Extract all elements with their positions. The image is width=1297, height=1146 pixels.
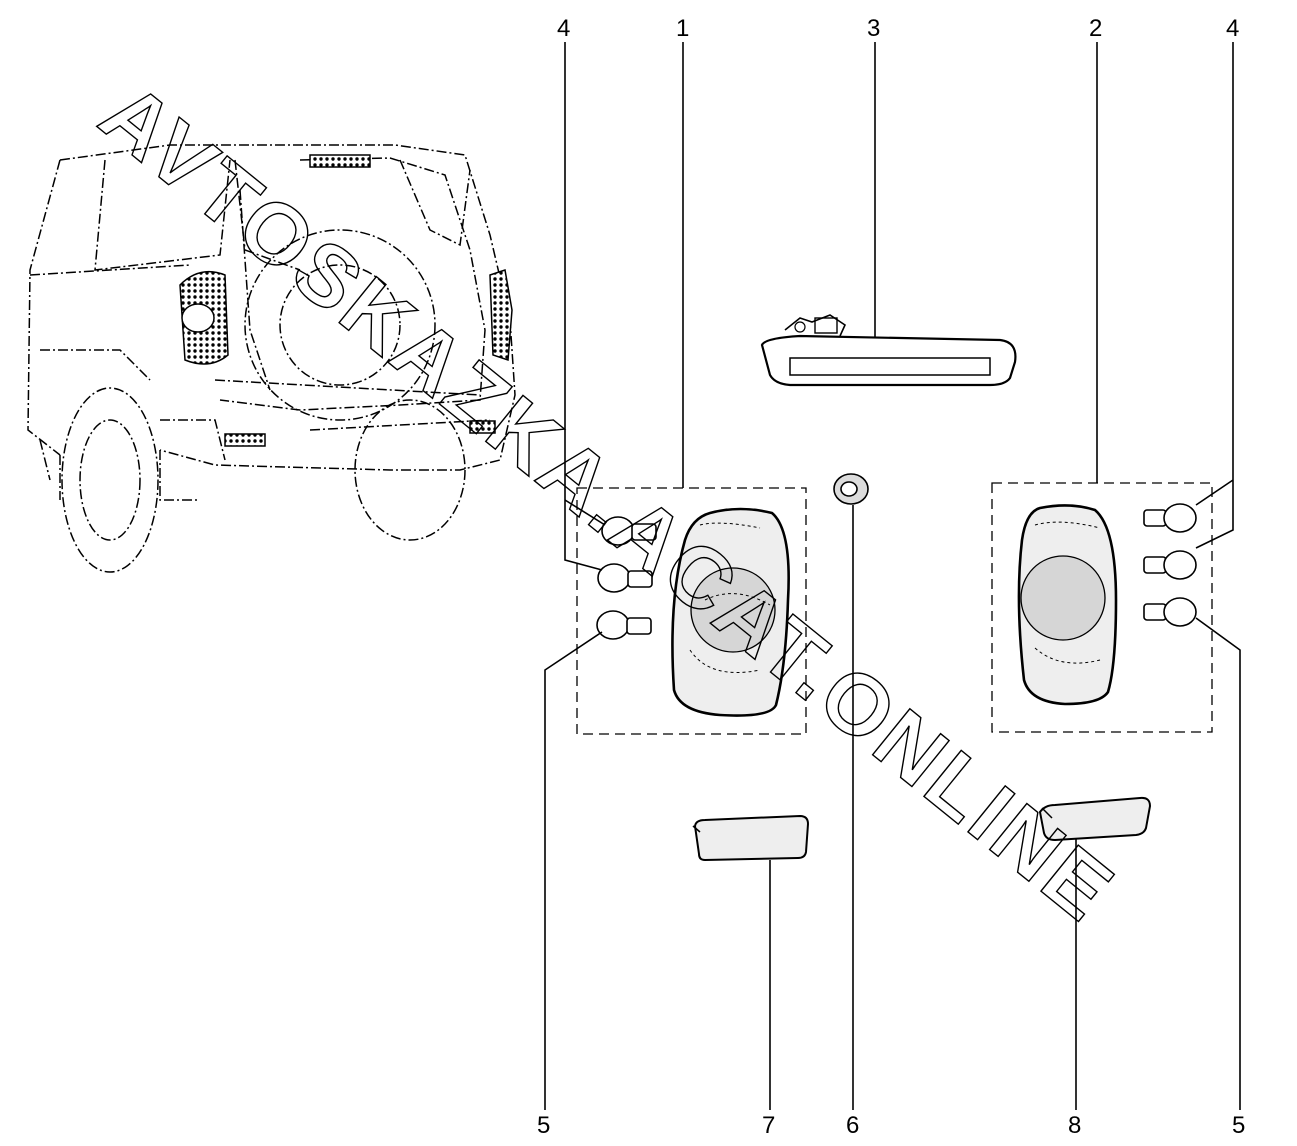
left-assembly-box [576, 487, 807, 735]
callout-4-left: 4 [557, 15, 570, 42]
left-taillight [671, 507, 790, 717]
left-rear-reflector [692, 814, 810, 862]
callout-5-left: 5 [537, 1112, 550, 1139]
leader-lines [544, 42, 1241, 1110]
right-assembly-box [991, 482, 1213, 733]
bulb-left-3 [596, 610, 652, 640]
right-taillight [1017, 504, 1118, 706]
bulb-right-2 [1143, 550, 1197, 580]
leader-4-left-b [564, 499, 606, 526]
callout-4-right: 4 [1226, 15, 1239, 42]
vehicle-hatched-lamps [179, 154, 513, 447]
high-mounted-brake-light [760, 314, 1017, 387]
lamp-socket [833, 473, 869, 505]
leader-4-left [564, 42, 603, 571]
bulb-left-2 [597, 563, 653, 593]
callout-1: 1 [676, 15, 689, 42]
callout-2: 2 [1089, 15, 1102, 42]
bulb-right-1 [1143, 503, 1197, 533]
leader-5-left [544, 631, 603, 1110]
right-rear-reflector [1038, 796, 1152, 842]
bulb-right-3 [1143, 597, 1197, 627]
leader-5-right [1195, 617, 1241, 1110]
callout-6: 6 [846, 1112, 859, 1139]
leader-4-right [1195, 42, 1234, 549]
callout-7: 7 [762, 1112, 775, 1139]
bulb-left-1 [601, 516, 657, 546]
vehicle-rear-view [27, 144, 516, 573]
bulbs-left [596, 516, 657, 640]
bulbs-right [1143, 503, 1197, 627]
callout-5-right: 5 [1232, 1112, 1245, 1139]
callout-8: 8 [1068, 1112, 1081, 1139]
callout-3: 3 [867, 15, 880, 42]
watermark: AVTOSKAZKA.ACAT.ONLINE [83, 65, 1133, 941]
